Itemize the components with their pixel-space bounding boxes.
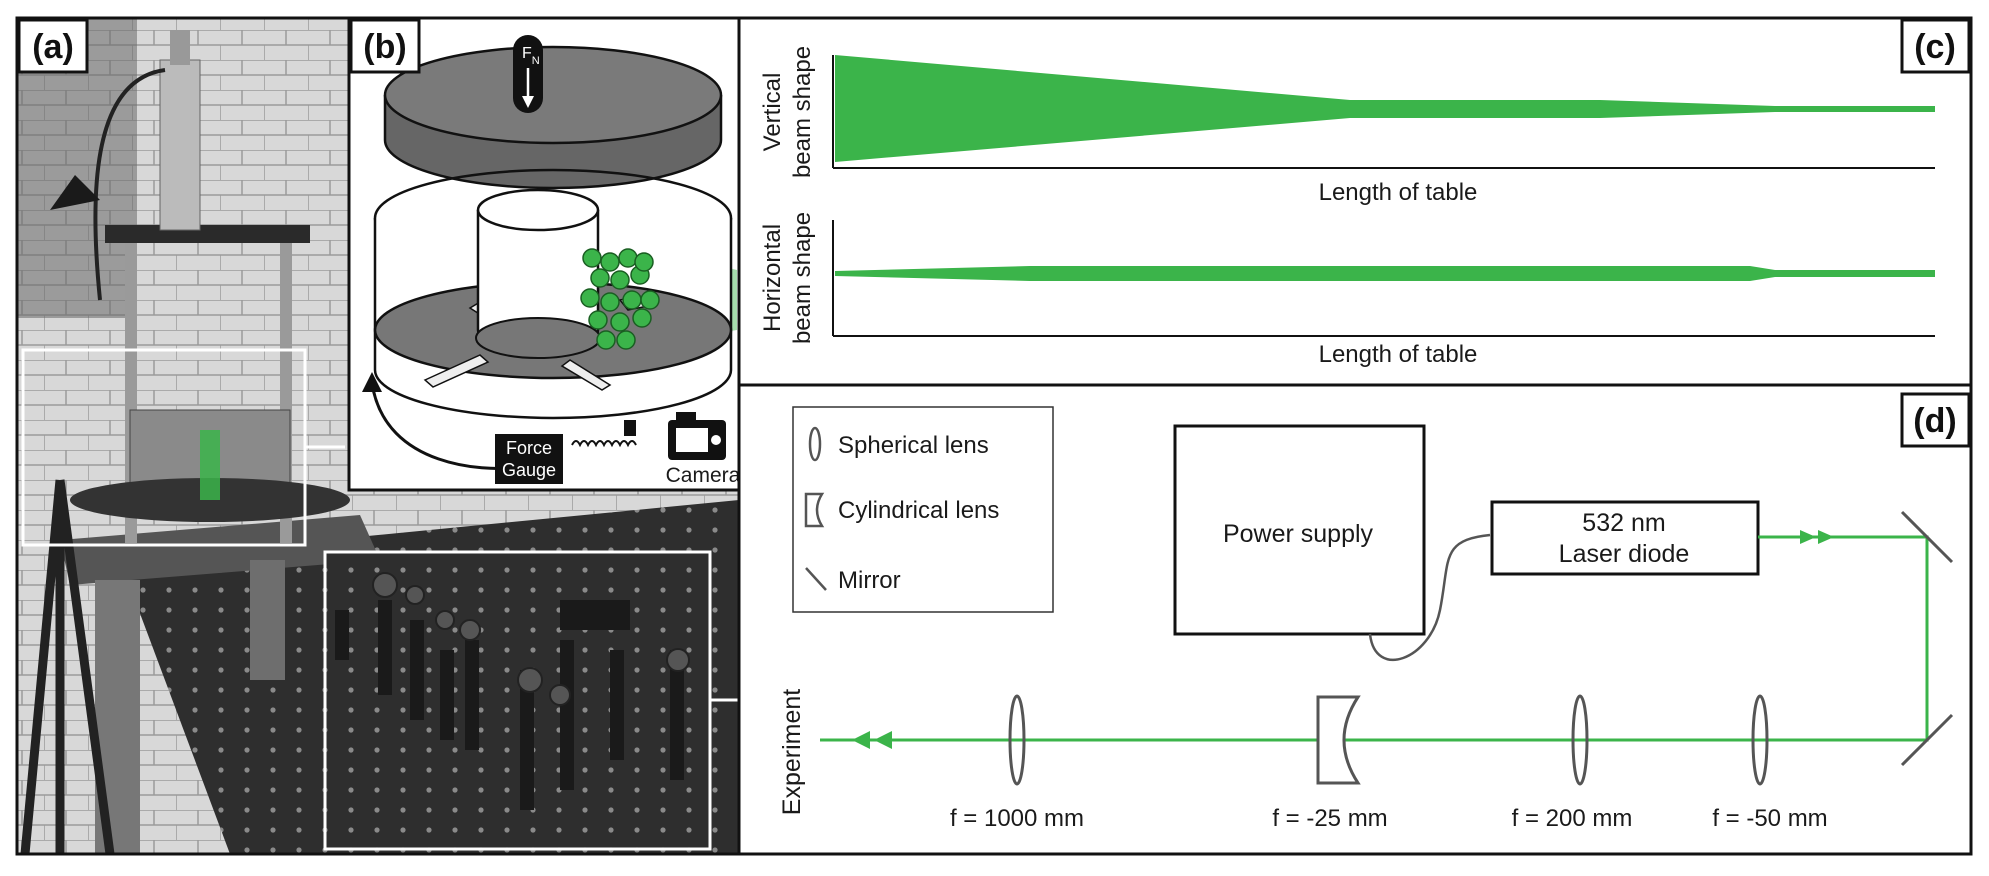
panel-d-label: (d)	[1913, 402, 1956, 440]
panel-b: FN Force Gauge	[347, 16, 741, 492]
spherical-lens-icon	[808, 426, 822, 462]
particle	[600, 252, 620, 272]
power-cable	[1368, 533, 1491, 662]
vertical-beam	[835, 55, 1935, 162]
laser-diode-box	[1490, 500, 1760, 576]
camera-label: Camera	[666, 464, 741, 487]
particle	[588, 310, 608, 330]
legend-mirror: Mirror	[838, 567, 901, 594]
cable	[93, 68, 166, 301]
focal-label-minus25: f = -25 mm	[1272, 805, 1387, 832]
table-leg	[250, 560, 285, 680]
gauge-label-1: Force	[506, 438, 552, 458]
experiment-label: Experiment	[778, 689, 806, 815]
gauge-label-2: Gauge	[502, 460, 556, 480]
lamp	[50, 175, 100, 210]
particle	[596, 330, 616, 350]
particle	[618, 248, 638, 268]
lens-f-minus50	[1751, 694, 1769, 786]
beam-arrow	[874, 731, 892, 749]
tripod	[20, 479, 115, 855]
vertical-ylabel-2: beam shape	[789, 46, 816, 178]
panel-d-label-box	[1900, 392, 1971, 448]
force-label: FN	[522, 45, 540, 67]
panel-a-label-box	[17, 18, 89, 74]
power-supply-box	[1173, 424, 1426, 636]
horizontal-ylabel-1: Horizontal	[759, 224, 786, 332]
table-edge	[60, 515, 380, 585]
optics-lens-mounts	[372, 572, 690, 706]
particle	[610, 312, 630, 332]
cylindrical-lens-icon	[804, 492, 825, 528]
beam-arrow	[852, 731, 870, 749]
legend-spherical: Spherical lens	[838, 432, 989, 459]
legend-box	[792, 406, 1054, 613]
particle	[634, 252, 654, 272]
particle	[632, 308, 652, 328]
particle	[610, 270, 630, 290]
beam-arrow	[1818, 530, 1834, 544]
focal-label-minus50: f = -50 mm	[1712, 805, 1827, 832]
vertical-xlabel: Length of table	[1319, 179, 1478, 206]
vertical-ylabel-1: Vertical	[759, 73, 786, 152]
force-arrowhead	[522, 96, 534, 108]
panel-b-label: (b)	[363, 28, 406, 66]
particle	[640, 290, 660, 310]
particle	[582, 248, 602, 268]
particle	[580, 288, 600, 308]
cylindrical-lens-f-minus25	[1316, 695, 1361, 785]
mirror-bottom	[1900, 713, 1954, 767]
laser-label-1: 532 nm	[1582, 509, 1665, 537]
beam-arrow	[1800, 530, 1816, 544]
inner-cylinder-base	[475, 317, 601, 359]
actuator	[159, 59, 201, 231]
gauge-clamp	[624, 420, 636, 436]
lens-f-200	[1571, 694, 1589, 786]
horizontal-xlabel: Length of table	[1319, 341, 1478, 368]
legend-cylindrical: Cylindrical lens	[838, 497, 999, 524]
mirror-icon	[805, 567, 827, 591]
panel-b-label-box	[349, 18, 421, 74]
mirror-top	[1900, 510, 1954, 564]
panel-d: (d) Spherical lens Cylindrical lens Mirr…	[737, 383, 1973, 856]
particle	[622, 290, 642, 310]
lid-top	[383, 45, 723, 145]
beam-path	[820, 535, 1929, 742]
horizontal-ylabel-2: beam shape	[789, 212, 816, 344]
gauge-spring	[571, 440, 637, 448]
rotation-arrowhead	[362, 372, 382, 392]
panel-c-label-box	[1900, 18, 1971, 74]
particle	[600, 292, 620, 312]
lens-f-1000	[1008, 694, 1026, 786]
rig-top-plate	[105, 225, 310, 243]
laser-sheet-in-cell	[200, 430, 220, 500]
force-gauge-box	[495, 434, 563, 484]
panel-a-label: (a)	[32, 28, 74, 66]
focal-label-1000: f = 1000 mm	[950, 805, 1084, 832]
particle	[616, 330, 636, 350]
power-supply-label: Power supply	[1223, 520, 1374, 548]
particle	[590, 268, 610, 288]
panel-c: Vertical beam shape Length of table Hori…	[737, 16, 1973, 387]
focal-label-200: f = 200 mm	[1512, 805, 1633, 832]
actuator-cap	[170, 30, 190, 65]
panel-c-label: (c)	[1914, 28, 1956, 66]
inner-cylinder-top	[476, 188, 600, 232]
horizontal-beam	[835, 266, 1935, 281]
optics-posts	[335, 600, 684, 810]
camera-icon	[668, 412, 726, 460]
laser-label-2: Laser diode	[1559, 540, 1690, 568]
particles	[580, 248, 660, 350]
